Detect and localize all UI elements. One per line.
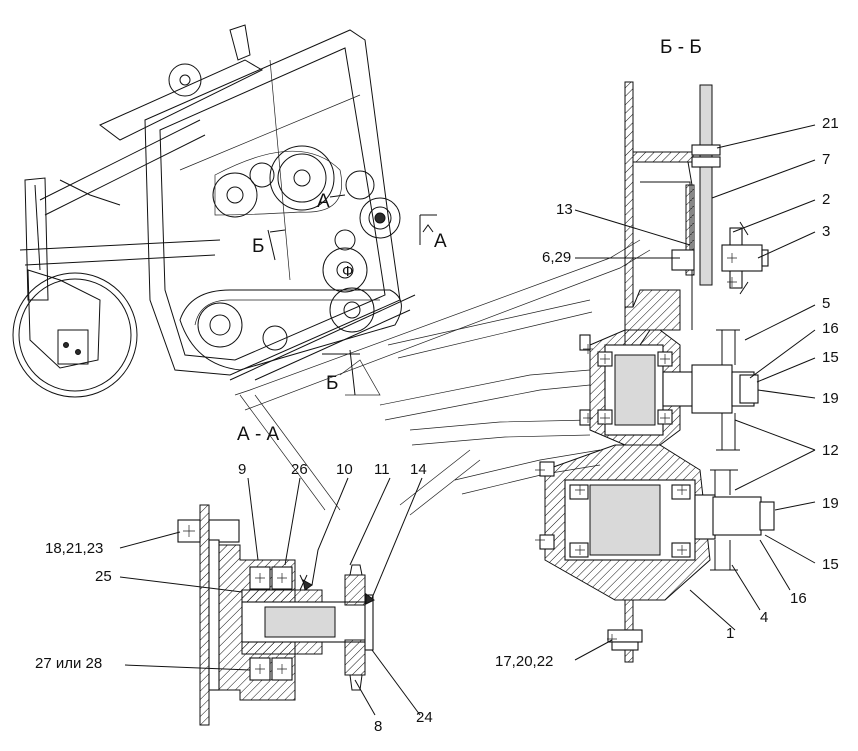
callout-11: 11 [374, 461, 390, 478]
callout-9: 9 [238, 461, 246, 478]
machine-overview [12, 24, 437, 398]
callout-27-or-28: 27 или 28 [35, 655, 102, 672]
cut-mark-a-right: А [434, 231, 447, 252]
callout-21: 21 [822, 115, 839, 132]
callout-5: 5 [822, 295, 830, 312]
section-aa-assembly [177, 504, 374, 726]
section-aa-title: А - А [237, 424, 280, 445]
leader-arrowheads [302, 579, 375, 605]
callout-17-20-22: 17,20,22 [495, 653, 553, 670]
callout-6-29: 6,29 [542, 249, 571, 266]
callout-12: 12 [822, 442, 839, 459]
callout-24: 24 [416, 709, 433, 726]
leaders-bb [574, 124, 816, 661]
section-bb-title: Б - Б [660, 37, 702, 58]
cut-mark-b-bottom: Б [326, 373, 338, 394]
callout-1: 1 [726, 625, 734, 642]
callout-2: 2 [822, 191, 830, 208]
callout-19-lower: 19 [822, 495, 839, 512]
cut-mark-b-top: Б [252, 236, 264, 257]
callout-14: 14 [410, 461, 427, 478]
section-bb-assembly [535, 81, 775, 663]
callout-4: 4 [760, 609, 768, 626]
callout-3: 3 [822, 223, 830, 240]
callout-25: 25 [95, 568, 112, 585]
callout-8: 8 [374, 718, 382, 735]
leader-bands [234, 239, 651, 516]
phi-mark: Ф [342, 263, 353, 280]
callout-16-upper: 16 [822, 320, 839, 337]
callout-10: 10 [336, 461, 353, 478]
callout-18-21-23: 18,21,23 [45, 540, 103, 557]
callout-26: 26 [291, 461, 308, 478]
callout-13: 13 [556, 201, 573, 218]
cut-mark-a-left: А [317, 191, 330, 212]
callout-7: 7 [822, 151, 830, 168]
callout-15-upper: 15 [822, 349, 839, 366]
leaders-aa [119, 477, 423, 716]
callout-16-lower: 16 [790, 590, 807, 607]
callout-15-lower: 15 [822, 556, 839, 573]
callout-19-upper: 19 [822, 390, 839, 407]
